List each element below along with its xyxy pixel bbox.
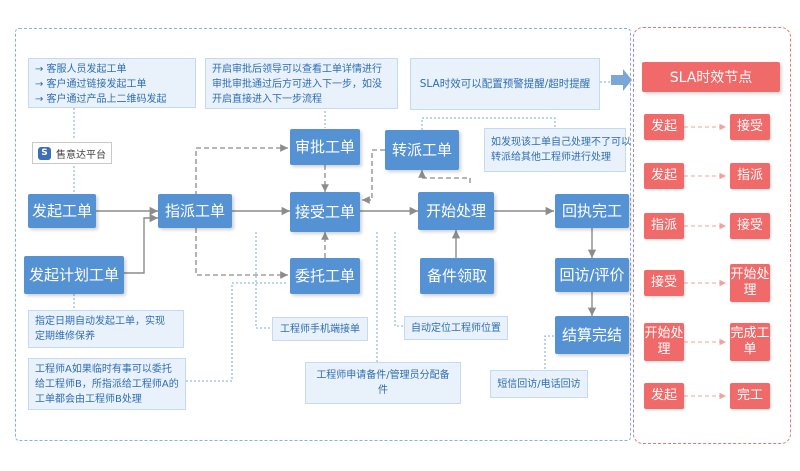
note-line: 开启直接进入下一步流程 bbox=[212, 94, 322, 105]
sla-to: 接受 bbox=[730, 114, 770, 140]
node-approve-ticket: 审批工单 bbox=[290, 129, 360, 165]
sla-to: 完工 bbox=[730, 383, 770, 409]
node-dispatch-ticket: 指派工单 bbox=[158, 194, 232, 228]
note-line: 转派给其他工程师进行处理 bbox=[491, 152, 611, 163]
sla-from: 发起 bbox=[644, 114, 684, 140]
leader-transfer bbox=[421, 117, 556, 130]
note-delegate-info: 工程师A如果临时有事可以委托 给工程师B，所指派给工程师A的 工单都会由工程师B… bbox=[28, 358, 186, 410]
note-mobile-accept: 工程师手机端接单 bbox=[272, 317, 368, 341]
leader-delegate bbox=[186, 282, 288, 382]
note-auto-locate: 自动定位工程师位置 bbox=[404, 316, 508, 340]
node-receipt-complete: 回执完工 bbox=[555, 194, 629, 228]
main-flow-frame bbox=[15, 28, 631, 441]
sla-to: 完成工单 bbox=[730, 323, 770, 361]
platform-logo-icon: S bbox=[38, 146, 51, 160]
note-parts-request: 工程师申请备件/管理员分配备件 bbox=[305, 362, 461, 404]
note-line: 工程师手机端接单 bbox=[280, 323, 360, 335]
note-initiate-sources: → 客服人员发起工单 → 客户通过链接发起工单 → 客户通过产品上二维码发起 bbox=[28, 58, 196, 108]
note-transfer-info: 如发现该工单自己处理不了可以 转派给其他工程师进行处理 bbox=[484, 128, 631, 172]
sla-pointer-arrow bbox=[611, 69, 632, 91]
node-delegate-ticket: 委托工单 bbox=[290, 258, 360, 294]
note-sms-call: 短信回访/电话回访 bbox=[490, 370, 588, 398]
leader-mobile bbox=[255, 232, 272, 329]
sla-title: SLA时效节点 bbox=[642, 62, 780, 92]
note-line: 开启审批后领导可以查看工单详情进行 bbox=[212, 64, 382, 75]
sla-frame bbox=[633, 27, 791, 444]
note-line: 自动定位工程师位置 bbox=[411, 322, 501, 334]
note-sla-alert: SLA时效可以配置预警提醒/超时提醒 bbox=[410, 58, 600, 110]
edge-start-transfer bbox=[418, 170, 471, 183]
sla-from: 开始处理 bbox=[644, 323, 684, 361]
node-settlement-complete: 结算完结 bbox=[555, 316, 629, 354]
node-accept-ticket: 接受工单 bbox=[290, 192, 360, 232]
sla-from: 指派 bbox=[644, 213, 684, 239]
sla-to: 开始处理 bbox=[730, 264, 770, 302]
node-start-processing: 开始处理 bbox=[418, 192, 494, 230]
note-line: SLA时效可以配置预警提醒/超时提醒 bbox=[419, 77, 591, 90]
sla-from: 接受 bbox=[644, 270, 684, 296]
note-approval-info: 开启审批后领导可以查看工单详情进行 审批审批通过后方可进入下一步，如没 开启直接… bbox=[205, 58, 398, 109]
note-line: → 客服人员发起工单 bbox=[35, 64, 127, 75]
note-line: 工程师申请备件/管理员分配备件 bbox=[316, 370, 450, 396]
edge-transfer-accept bbox=[362, 149, 385, 204]
note-line: 审批审批通过后方可进入下一步，如没 bbox=[212, 79, 382, 90]
note-line: 短信回访/电话回访 bbox=[497, 378, 581, 390]
edge-dispatch-delegate bbox=[195, 228, 288, 279]
leader-locate bbox=[394, 232, 404, 327]
edge-plan-dispatch bbox=[124, 213, 158, 274]
node-initiate-ticket: 发起工单 bbox=[28, 194, 96, 228]
note-line: 工单都会由工程师B处理 bbox=[35, 394, 142, 405]
note-plan-info: 指定日期自动发起工单，实现 定期维修保养 bbox=[28, 310, 184, 348]
note-line: 指定日期自动发起工单，实现 bbox=[35, 316, 165, 327]
platform-badge: S 售意达平台 bbox=[32, 142, 112, 164]
node-followup-review: 回访/评价 bbox=[555, 258, 629, 292]
note-line: 给工程师B，所指派给工程师A的 bbox=[35, 379, 179, 390]
platform-label: 售意达平台 bbox=[56, 149, 106, 161]
note-line: 如发现该工单自己处理不了可以 bbox=[491, 137, 631, 148]
sla-from: 发起 bbox=[644, 163, 684, 189]
note-line: 工程师A如果临时有事可以委托 bbox=[35, 364, 172, 375]
sla-to: 指派 bbox=[730, 163, 770, 189]
note-line: → 客户通过产品上二维码发起 bbox=[35, 94, 167, 105]
node-initiate-plan-ticket: 发起计划工单 bbox=[24, 256, 124, 294]
note-line: → 客户通过链接发起工单 bbox=[35, 79, 147, 90]
sla-to: 接受 bbox=[730, 213, 770, 239]
node-transfer-ticket: 转派工单 bbox=[385, 130, 459, 170]
edge-dispatch-approve bbox=[195, 144, 288, 196]
node-parts-pickup: 备件领取 bbox=[420, 258, 494, 294]
sla-from: 发起 bbox=[644, 383, 684, 409]
note-line: 定期维修保养 bbox=[35, 331, 95, 342]
